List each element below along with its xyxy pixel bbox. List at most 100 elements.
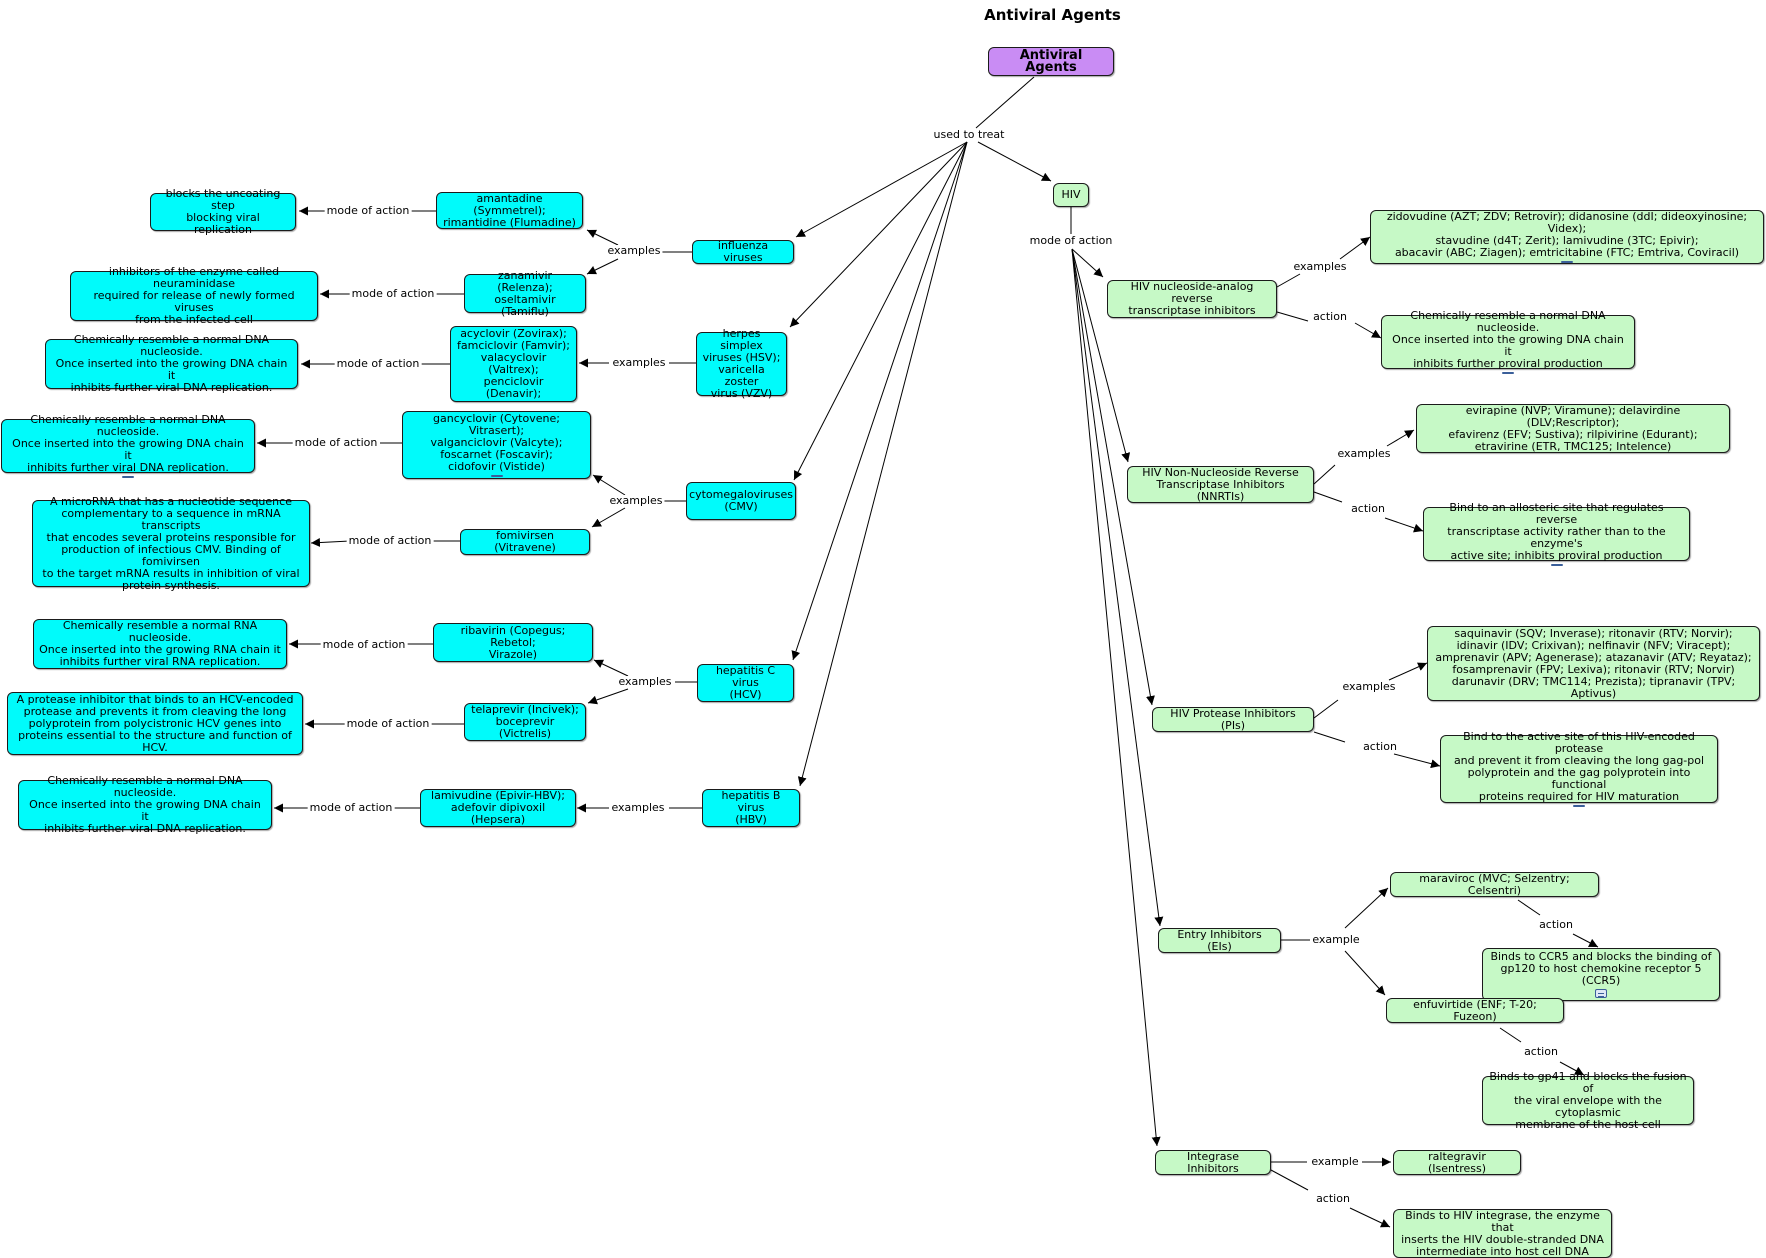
node-label: lamivudine (Epivir-HBV); adefovir dipivo… (431, 789, 565, 826)
node-telaprevir-mechanism[interactable]: A protease inhibitor that binds to an HC… (7, 692, 303, 755)
node-label: ribavirin (Copegus; Rebetol; Virazole) (460, 623, 566, 661)
node-enfuvirtide[interactable]: enfuvirtide (ENF; T-20; Fuzeon) (1386, 998, 1564, 1023)
node-maraviroc[interactable]: maraviroc (MVC; Selzentry; Celsentri) (1390, 872, 1599, 897)
node-fomivirsen[interactable]: fomivirsen (Vitravene) (460, 529, 590, 555)
node-hepatitis-c-virus[interactable]: hepatitis C virus (HCV) (697, 664, 794, 702)
link-label-mode-of-action: mode of action (324, 204, 412, 217)
node-nnrti[interactable]: HIV Non-Nucleoside Reverse Transcriptase… (1127, 466, 1314, 503)
link-label-example: example (1310, 933, 1362, 946)
node-acyclovir[interactable]: acyclovir (Zovirax); famciclovir (Famvir… (450, 326, 577, 402)
node-label: amantadine (Symmetrel); rimantidine (Flu… (443, 191, 576, 229)
node-integrase-action[interactable]: Binds to HIV integrase, the enzyme that … (1393, 1209, 1612, 1258)
document-icon[interactable] (490, 475, 503, 477)
node-raltegravir[interactable]: raltegravir (Isentress) (1393, 1150, 1521, 1175)
link-label-action: action (1537, 918, 1575, 931)
node-label: hepatitis B virus (HBV) (721, 789, 781, 826)
node-influenza-viruses[interactable]: influenza viruses (692, 240, 794, 264)
node-label: zidovudine (AZT; ZDV; Retrovir); didanos… (1386, 210, 1748, 259)
node-nrti[interactable]: HIV nucleoside-analog reverse transcript… (1107, 280, 1277, 318)
link-label-mode-of-action: mode of action (334, 357, 422, 370)
document-icon[interactable] (1502, 372, 1514, 374)
node-uncoating-mechanism[interactable]: blocks the uncoating step blocking viral… (150, 188, 296, 236)
node-label: Chemically resemble a normal DNA nucleos… (12, 413, 244, 474)
link-label-examples: examples (609, 801, 667, 814)
node-label: Antiviral Agents (1019, 47, 1083, 75)
document-icon[interactable] (122, 476, 134, 478)
node-gancyclovir-mechanism[interactable]: Chemically resemble a normal DNA nucleos… (1, 414, 255, 478)
node-label: A protease inhibitor that binds to an HC… (16, 692, 294, 754)
node-label: Chemically resemble a normal DNA nucleos… (29, 774, 261, 835)
node-nrti-examples[interactable]: zidovudine (AZT; ZDV; Retrovir); didanos… (1370, 210, 1764, 264)
node-telaprevir[interactable]: telaprevir (Incivek); boceprevir (Victre… (464, 703, 586, 741)
node-label: Bind to the active site of this HIV-enco… (1453, 730, 1705, 803)
node-herpes-mechanism[interactable]: Chemically resemble a normal DNA nucleos… (45, 334, 298, 394)
node-label: Bind to an allosteric site that regulate… (1447, 501, 1666, 562)
link-label-action: action (1314, 1192, 1352, 1205)
link-label-examples: examples (1335, 447, 1393, 460)
node-label: influenza viruses (717, 239, 769, 264)
link-label-mode-of-action: mode of action (292, 436, 380, 449)
node-label: raltegravir (Isentress) (1427, 1149, 1487, 1175)
document-icon[interactable] (1595, 989, 1607, 998)
link-label-mode-of-action: mode of action (344, 717, 432, 730)
node-label: cytomegaloviruses (CMV) (689, 488, 793, 513)
diagram-title: Antiviral Agents (984, 6, 1121, 24)
node-nrti-action[interactable]: Chemically resemble a normal DNA nucleos… (1381, 310, 1635, 374)
node-label: telaprevir (Incivek); boceprevir (Victre… (471, 703, 579, 740)
document-icon[interactable] (1550, 564, 1563, 566)
link-label-examples: examples (616, 675, 674, 688)
node-label: Binds to HIV integrase, the enzyme that … (1401, 1208, 1604, 1258)
node-lamivudine-mechanism[interactable]: Chemically resemble a normal DNA nucleos… (18, 775, 272, 835)
document-icon[interactable] (1561, 261, 1573, 263)
node-label: enfuvirtide (ENF; T-20; Fuzeon) (1413, 997, 1537, 1023)
link-label-examples: examples (1340, 680, 1398, 693)
node-ribavirin-mechanism[interactable]: Chemically resemble a normal RNA nucleos… (33, 619, 287, 669)
node-entry-inhibitors[interactable]: Entry Inhibitors (EIs) (1158, 928, 1281, 953)
node-hiv[interactable]: HIV (1053, 183, 1089, 207)
node-hepatitis-b-virus[interactable]: hepatitis B virus (HBV) (702, 789, 800, 827)
node-label: Chemically resemble a normal DNA nucleos… (1392, 309, 1624, 370)
node-label: Chemically resemble a normal RNA nucleos… (39, 619, 281, 668)
node-label: fomivirsen (Vitravene) (494, 529, 556, 554)
link-label-examples: examples (610, 356, 668, 369)
document-icon[interactable] (1573, 805, 1585, 807)
node-label: herpes simplex viruses (HSV); varicella … (702, 327, 781, 400)
link-label-examples: examples (605, 244, 663, 257)
node-antiviral-agents[interactable]: Antiviral Agents (988, 47, 1114, 76)
node-label: Binds to CCR5 and blocks the binding of … (1490, 950, 1712, 987)
link-label-mode-of-action: mode of action (346, 534, 434, 547)
link-label-examples: examples (607, 494, 665, 507)
node-pi-action[interactable]: Bind to the active site of this HIV-enco… (1440, 731, 1718, 807)
node-nnrti-action[interactable]: Bind to an allosteric site that regulate… (1423, 502, 1690, 566)
node-maraviroc-action[interactable]: Binds to CCR5 and blocks the binding of … (1482, 948, 1720, 1001)
link-label-mode-of-action: mode of action (307, 801, 395, 814)
node-neuraminidase-mechanism[interactable]: inhibitors of the enzyme called neuramin… (70, 266, 318, 326)
node-enfuvirtide-action[interactable]: Binds to gp41 and blocks the fusion of t… (1482, 1070, 1694, 1130)
node-protease-inhibitors[interactable]: HIV Protease Inhibitors (PIs) (1152, 707, 1314, 732)
node-label: zanamivir (Relenza); oseltamivir (Tamifl… (494, 268, 556, 318)
link-label-action: action (1522, 1045, 1560, 1058)
node-amantadine[interactable]: amantadine (Symmetrel); rimantidine (Flu… (436, 192, 583, 229)
node-fomivirsen-mechanism[interactable]: A microRNA that has a nucleotide sequenc… (32, 495, 310, 591)
node-label: maraviroc (MVC; Selzentry; Celsentri) (1419, 871, 1570, 897)
link-label-action: action (1349, 502, 1387, 515)
node-label: hepatitis C virus (HCV) (715, 664, 776, 701)
node-lamivudine-hbv[interactable]: lamivudine (Epivir-HBV); adefovir dipivo… (420, 789, 576, 827)
node-pi-examples[interactable]: saquinavir (SQV; Inverase); ritonavir (R… (1427, 626, 1760, 701)
node-cytomegaloviruses[interactable]: cytomegaloviruses (CMV) (686, 482, 796, 520)
node-label: acyclovir (Zovirax); famciclovir (Famvir… (456, 327, 570, 400)
node-label: HIV nucleoside-analog reverse transcript… (1128, 280, 1256, 317)
node-ribavirin[interactable]: ribavirin (Copegus; Rebetol; Virazole) (433, 623, 593, 662)
node-label: inhibitors of the enzyme called neuramin… (93, 265, 295, 326)
node-label: Entry Inhibitors (EIs) (1177, 927, 1262, 953)
link-label-mode-of-action: mode of action (320, 638, 408, 651)
link-label-mode-of-action: mode of action (349, 287, 437, 300)
node-nnrti-examples[interactable]: evirapine (NVP; Viramune); delavirdine (… (1416, 404, 1730, 453)
node-label: gancyclovir (Cytovene; Vitrasert); valga… (430, 412, 563, 473)
node-zanamivir[interactable]: zanamivir (Relenza); oseltamivir (Tamifl… (464, 269, 586, 317)
node-herpes-viruses[interactable]: herpes simplex viruses (HSV); varicella … (696, 328, 787, 400)
node-gancyclovir[interactable]: gancyclovir (Cytovene; Vitrasert); valga… (402, 411, 591, 479)
node-integrase-inhibitors[interactable]: Integrase Inhibitors (1155, 1150, 1271, 1175)
node-label: A microRNA that has a nucleotide sequenc… (42, 494, 300, 592)
